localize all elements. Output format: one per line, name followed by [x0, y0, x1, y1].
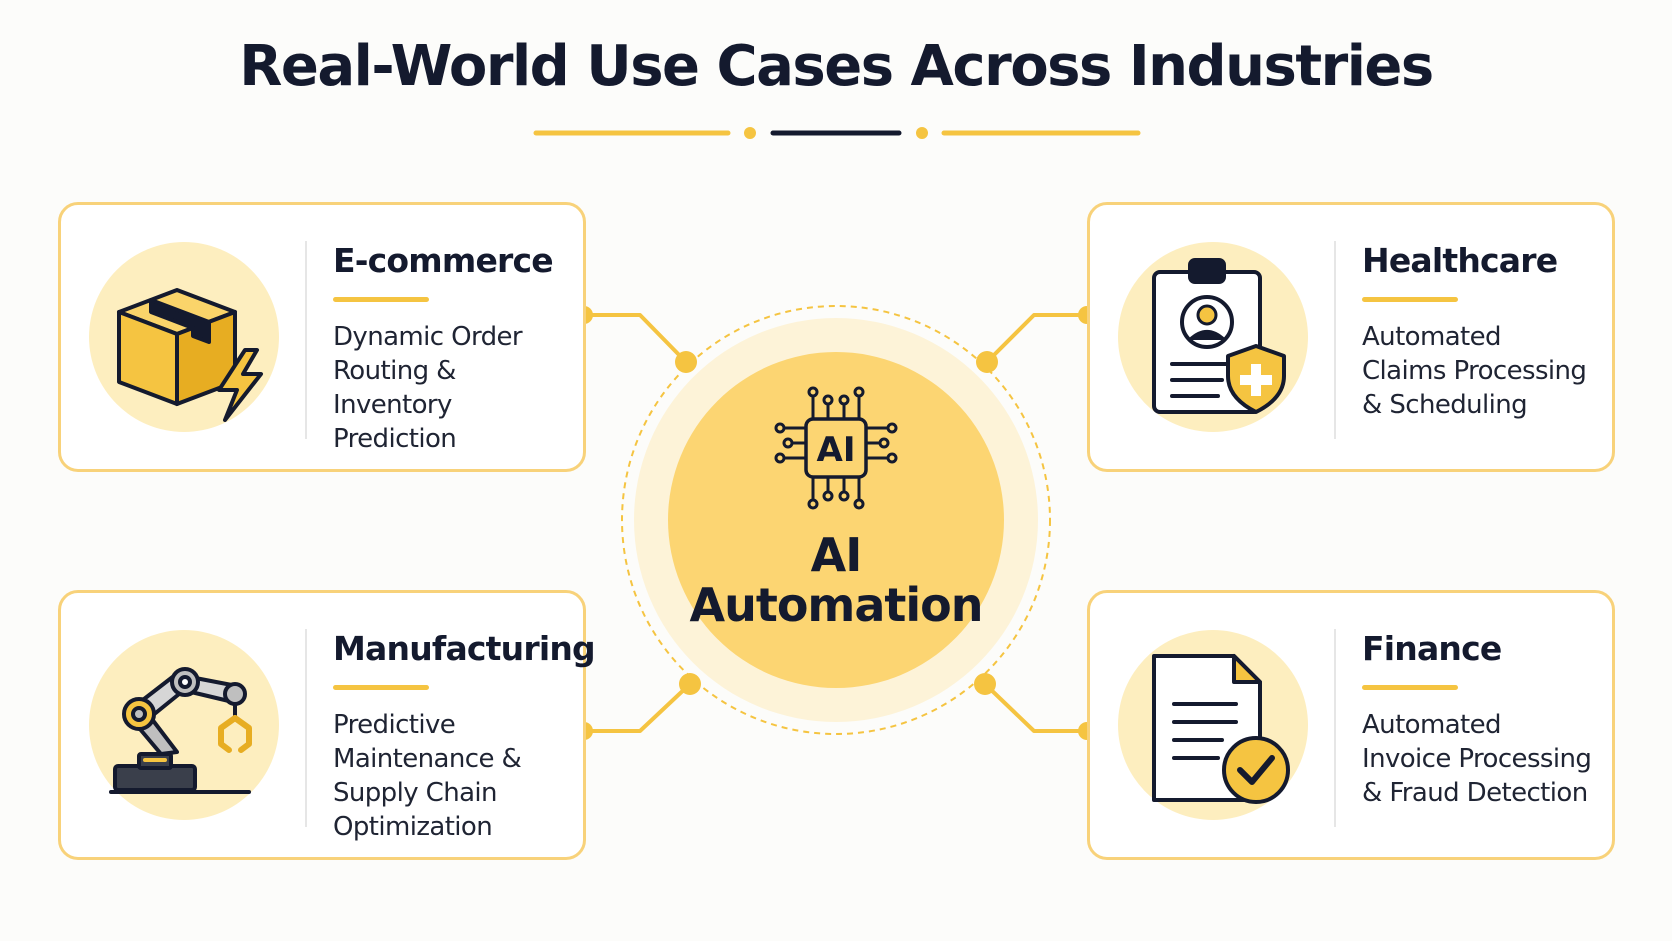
- card-title-underline: [333, 685, 429, 690]
- card-description: Dynamic Order Routing & Inventory Predic…: [333, 322, 523, 454]
- hub-label: AI Automation: [660, 530, 1012, 630]
- connector-finance: [983, 682, 1089, 733]
- card-title: Healthcare: [1362, 241, 1558, 280]
- card-finance: Finance Automated Invoice Processing & F…: [1087, 590, 1615, 860]
- hub-label-line2: Automation: [689, 578, 983, 632]
- page-title: Real-World Use Cases Across Industries: [239, 34, 1434, 99]
- connector-dot: [974, 673, 996, 695]
- card-title: E-commerce: [333, 241, 554, 280]
- card-title-underline: [1362, 297, 1458, 302]
- connector-manufacturing: [582, 682, 692, 733]
- hub-label-line1: AI: [810, 528, 863, 582]
- connector-dot: [976, 351, 998, 373]
- card-ecommerce: E-commerce Dynamic Order Routing & Inven…: [58, 202, 586, 472]
- connector-dot: [675, 351, 697, 373]
- card-title: Finance: [1362, 629, 1502, 668]
- hub-dashed-ring: [621, 305, 1051, 735]
- connector-ecommerce: [582, 313, 688, 364]
- robotic-arm-icon: [89, 630, 279, 820]
- document-check-icon: [1118, 630, 1308, 820]
- hub-core: [668, 352, 1004, 688]
- card-title-underline: [333, 297, 429, 302]
- ai-chip-label: AI: [817, 430, 856, 470]
- card-divider: [305, 629, 307, 827]
- card-title: Manufacturing: [333, 629, 596, 668]
- ai-chip-icon: [774, 386, 898, 510]
- card-title-underline: [1362, 685, 1458, 690]
- card-divider: [1334, 241, 1336, 439]
- card-divider: [1334, 629, 1336, 827]
- title-divider: [533, 127, 1141, 139]
- connector-dot: [679, 673, 701, 695]
- card-healthcare: Healthcare Automated Claims Processing &…: [1087, 202, 1615, 472]
- card-description: Automated Invoice Processing & Fraud Det…: [1362, 710, 1592, 808]
- card-description: Predictive Maintenance & Supply Chain Op…: [333, 710, 522, 842]
- card-manufacturing: Manufacturing Predictive Maintenance & S…: [58, 590, 596, 860]
- package-lightning-icon: [89, 242, 279, 432]
- card-description: Automated Claims Processing & Scheduling: [1362, 322, 1587, 420]
- medical-clipboard-shield-icon: [1118, 242, 1308, 432]
- card-divider: [305, 241, 307, 439]
- connector-healthcare: [985, 313, 1089, 364]
